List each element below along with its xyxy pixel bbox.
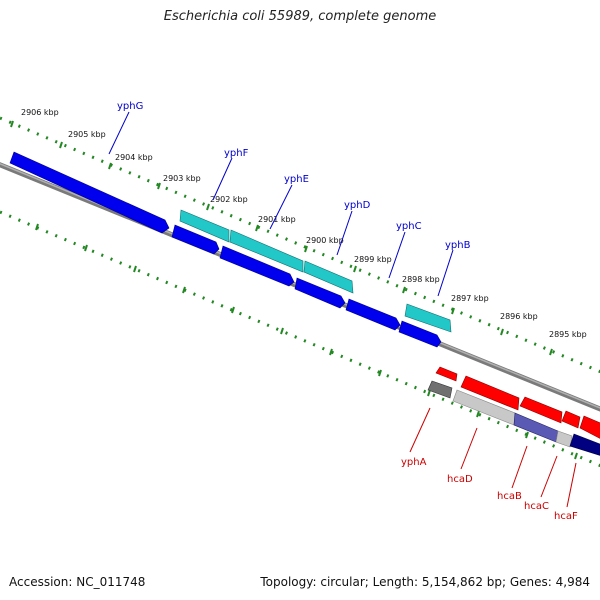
gene-yphE-lower-arrow[interactable] (219, 245, 295, 287)
tick-label: 2900 kbp (306, 236, 344, 245)
gene-label-yphF: yphF (224, 148, 249, 159)
gene-label-yphD: yphD (344, 200, 371, 211)
gene-label-hcaD: hcaD (447, 474, 473, 485)
gene-hcaD-arrow[interactable] (460, 375, 520, 411)
inner-scale-line (0, 210, 600, 468)
tick-label: 2905 kbp (68, 130, 106, 139)
tick-label: 2901 kbp (258, 215, 296, 224)
gene-yphE-arrow[interactable] (229, 229, 304, 273)
inner-tick-marks (35, 223, 578, 460)
gene-yphF-arrow[interactable] (179, 209, 230, 243)
gene-label-yphG: yphG (117, 101, 143, 112)
tick-label: 2897 kbp (451, 294, 489, 303)
tick-label: 2904 kbp (115, 153, 153, 162)
gene-label-hcaF: hcaF (554, 511, 578, 522)
gene-hcaF-lower-bar[interactable] (569, 433, 600, 456)
gene-label-hcaB: hcaB (497, 491, 522, 502)
tick-label: 2899 kbp (354, 255, 392, 264)
gene-hcaC-arrow[interactable] (561, 410, 581, 429)
gene-hcaB-arrow[interactable] (519, 396, 563, 424)
gene-yphD-lower-arrow[interactable] (294, 277, 346, 309)
gene-grey-arrow[interactable] (427, 380, 453, 399)
gene-yphB-arrow[interactable] (404, 303, 452, 333)
gene-yphG-arrow[interactable] (9, 151, 170, 234)
gene-label-yphC: yphC (396, 221, 422, 232)
map-title: Escherichia coli 55989, complete genome (163, 9, 437, 24)
gene-yphA-arrow[interactable] (435, 366, 458, 382)
gene-hcaC-lower-bar[interactable] (555, 430, 573, 448)
tick-label: 2903 kbp (163, 174, 201, 183)
tick-label: 2906 kbp (21, 108, 59, 117)
gene-yphC-lower-arrow[interactable] (345, 298, 401, 331)
accession-text: Accession: NC_011748 (9, 575, 146, 589)
gene-yphD-arrow[interactable] (303, 260, 354, 294)
outer-tick-marks (10, 120, 553, 356)
gene-yphB-lower-arrow[interactable] (398, 320, 442, 348)
gene-hcaF-arrow[interactable] (579, 415, 600, 440)
gene-label-yphB: yphB (445, 240, 471, 251)
gene-label-yphE: yphE (284, 174, 309, 185)
gene-yphF-lower-arrow[interactable] (171, 224, 220, 255)
tick-label: 2896 kbp (500, 312, 538, 321)
tick-label: 2898 kbp (402, 275, 440, 284)
topology-text: Topology: circular; Length: 5,154,862 bp… (260, 575, 590, 589)
tick-label: 2902 kbp (210, 195, 248, 204)
gene-label-yphA: yphA (401, 457, 427, 468)
gene-label-hcaC: hcaC (524, 501, 549, 512)
outer-scale-line (0, 116, 600, 374)
tick-label: 2895 kbp (549, 330, 587, 339)
